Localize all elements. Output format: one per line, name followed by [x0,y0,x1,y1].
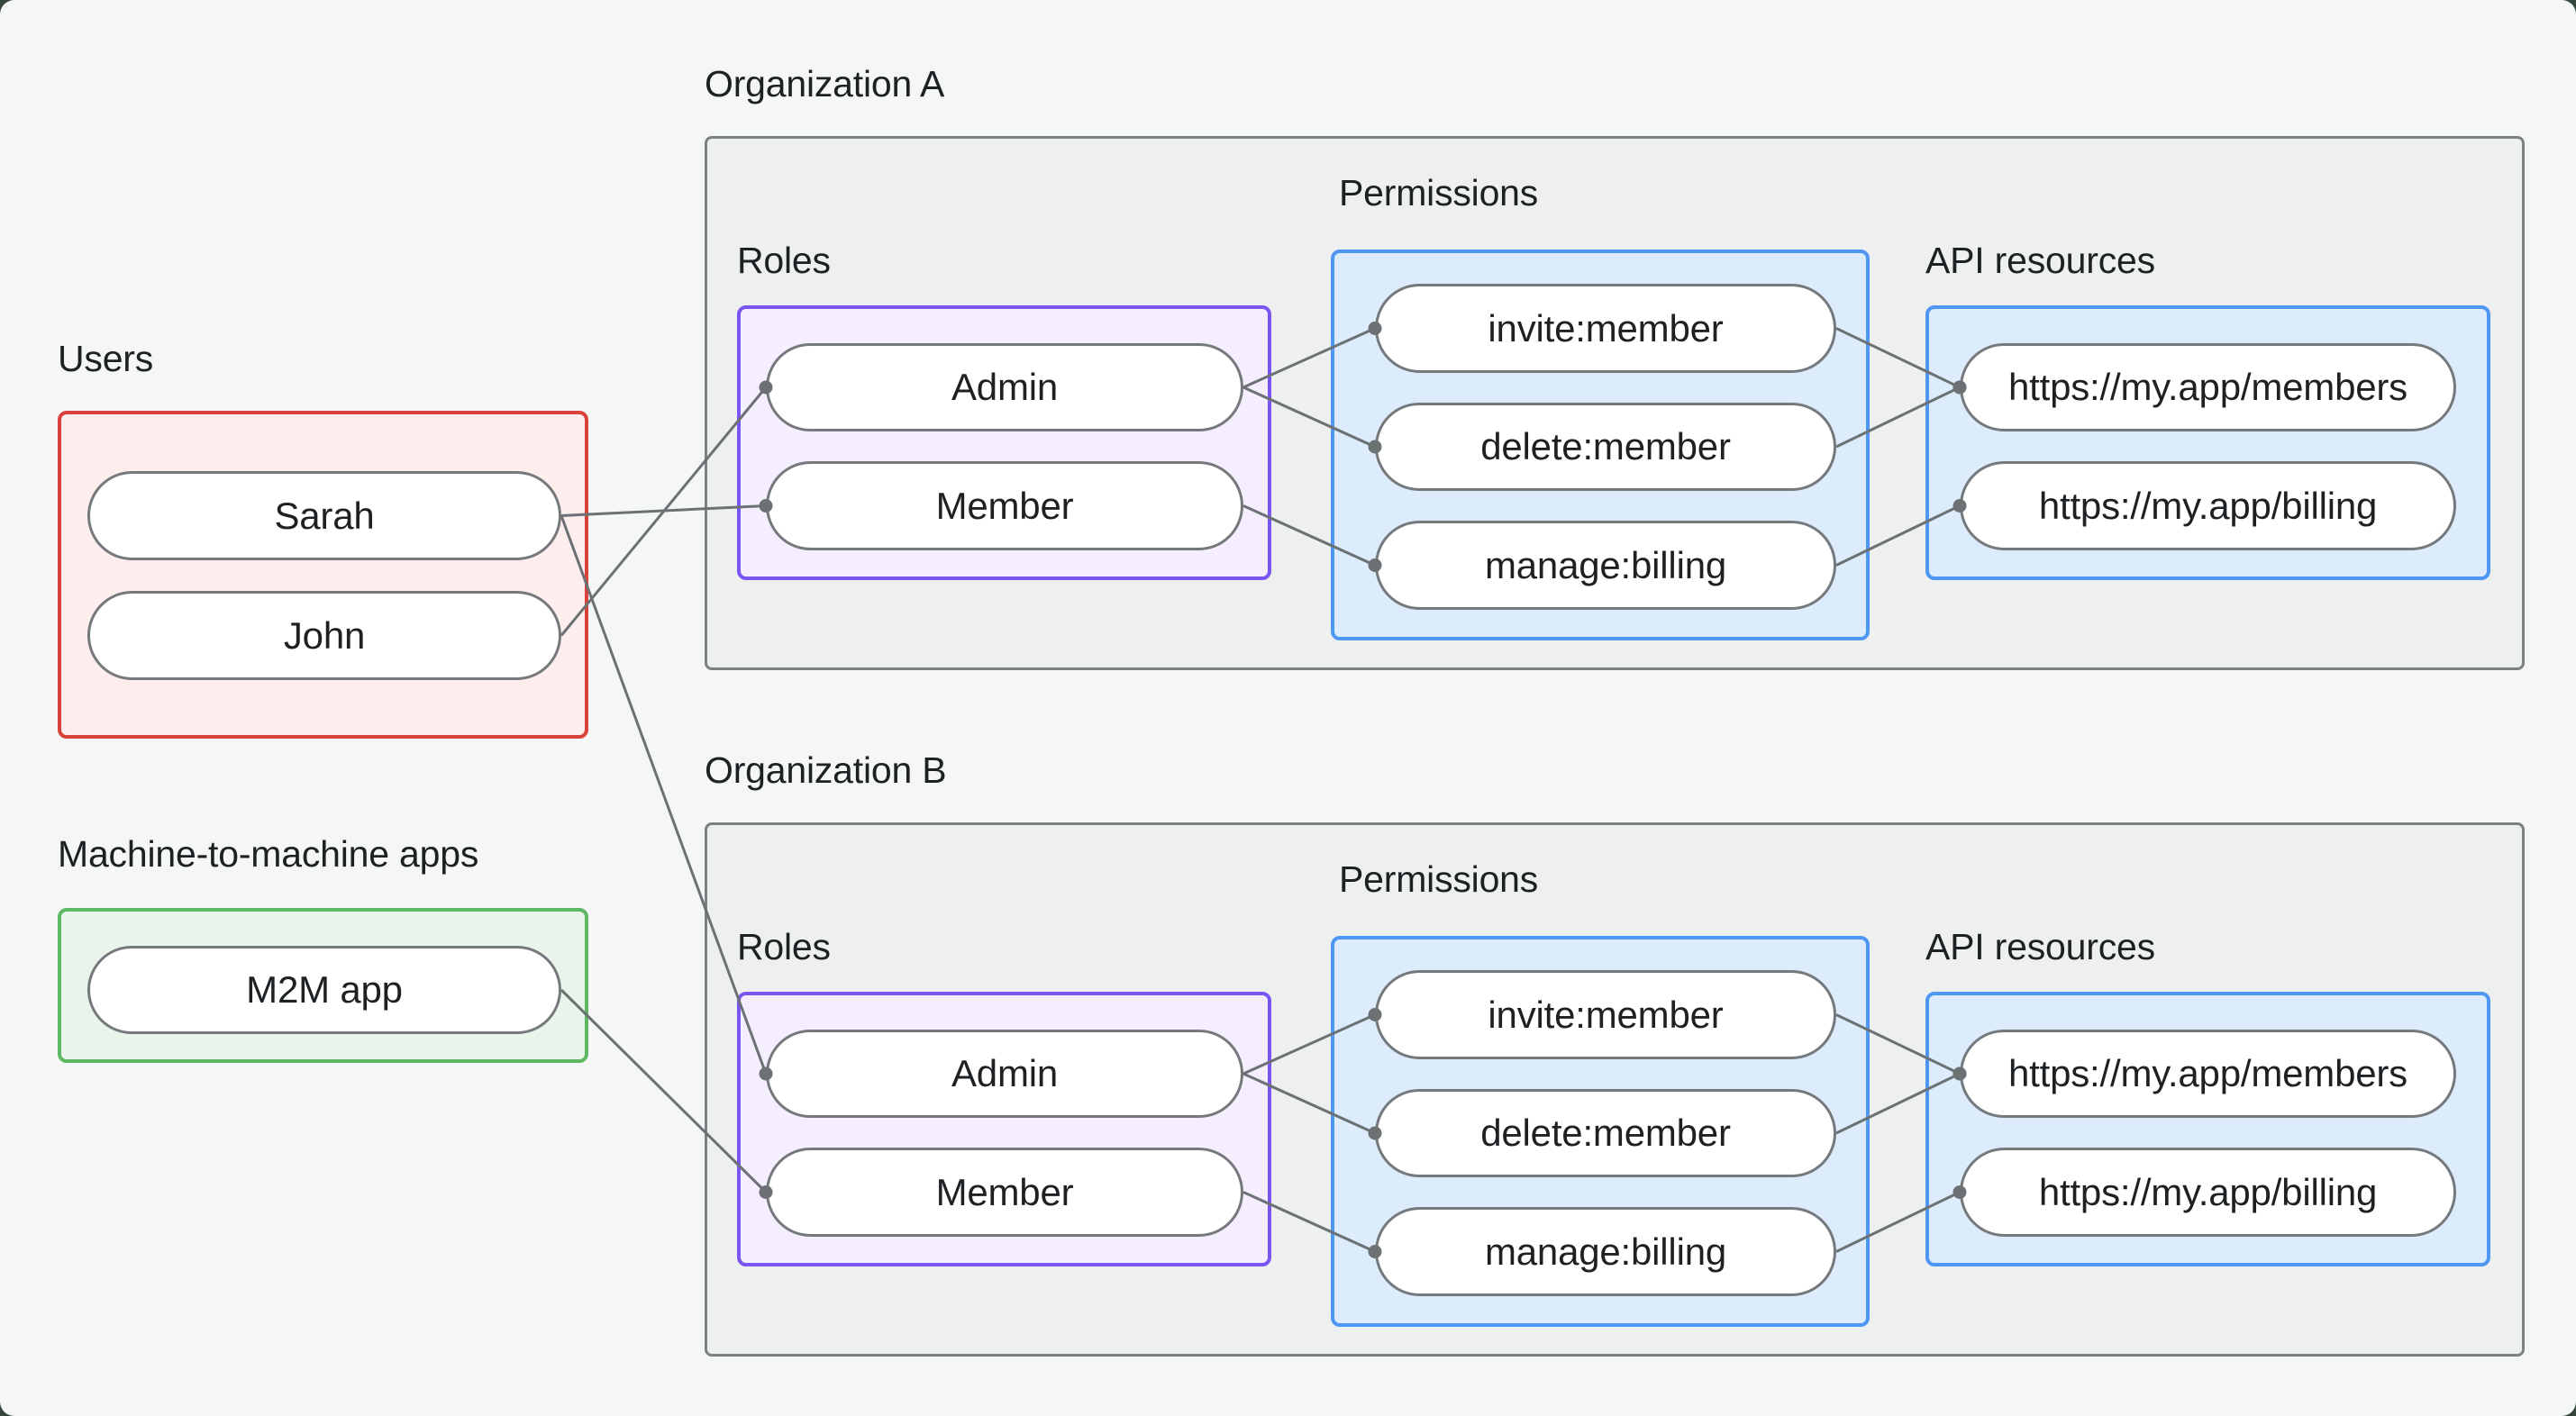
org-a-title: Organization A [705,63,945,104]
node-org-a-api-billing-url: https://my.app/billing [1960,461,2456,550]
node-org-a-permission-invite-member: invite:member [1375,284,1836,373]
org-a-api-resources-title: API resources [1925,240,2155,281]
org-b-permissions-title: Permissions [1339,858,1539,900]
node-org-a-role-admin: Admin [766,343,1243,431]
org-b-title: Organization B [705,749,947,791]
node-org-b-permission-invite-member: invite:member [1375,970,1836,1059]
org-b-roles-title: Roles [737,926,831,967]
node-org-b-api-billing-url: https://my.app/billing [1960,1148,2456,1237]
users-group-box [58,411,588,739]
node-user-sarah: Sarah [87,471,561,560]
node-org-b-permission-delete-member: delete:member [1375,1089,1836,1177]
org-a-roles-title: Roles [737,240,831,281]
node-org-a-permission-delete-member: delete:member [1375,403,1836,491]
node-org-a-permission-manage-billing: manage:billing [1375,521,1836,610]
node-user-john: John [87,591,561,680]
node-org-b-permission-manage-billing: manage:billing [1375,1207,1836,1296]
node-org-a-role-member: Member [766,461,1243,550]
node-org-b-role-member: Member [766,1148,1243,1237]
node-org-b-role-admin: Admin [766,1030,1243,1118]
m2m-section-title: Machine-to-machine apps [58,833,479,875]
org-b-api-resources-title: API resources [1925,926,2155,967]
node-m2m-app: M2M app [87,946,561,1034]
node-org-b-api-members-url: https://my.app/members [1960,1030,2456,1118]
org-a-permissions-title: Permissions [1339,172,1539,213]
node-org-a-api-members-url: https://my.app/members [1960,343,2456,431]
users-section-title: Users [58,338,154,379]
